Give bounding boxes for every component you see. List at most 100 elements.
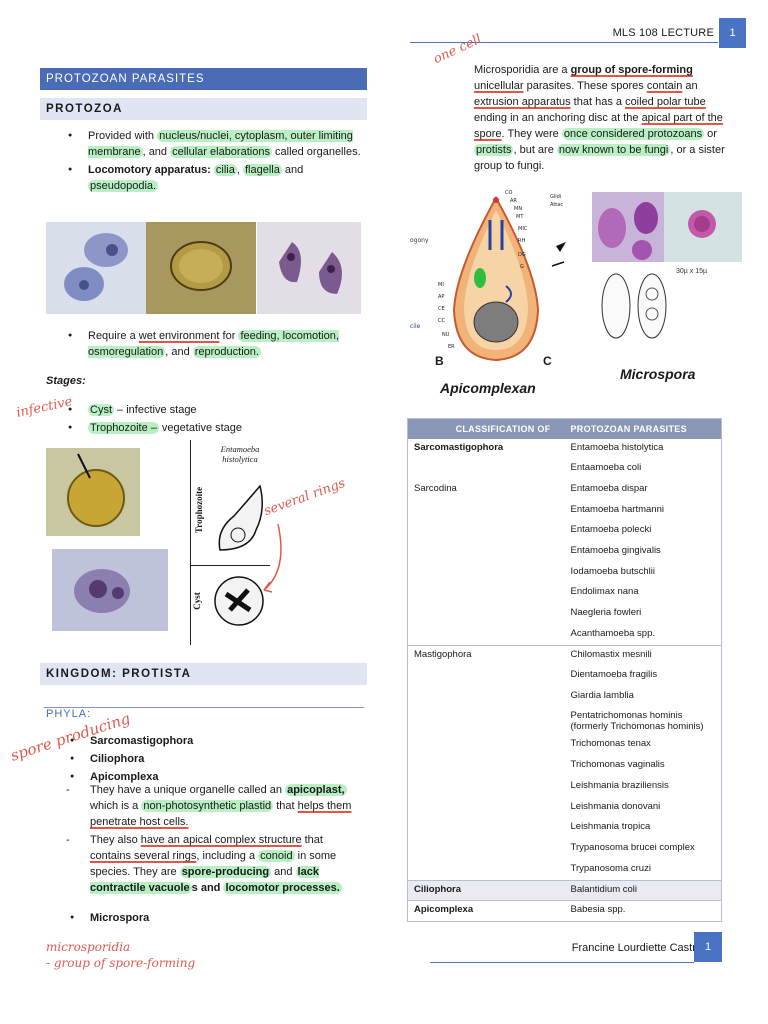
table-cell-parasite: Leishmania braziliensis: [570, 779, 669, 791]
stages-label: Stages:: [46, 375, 86, 387]
fig-label-ogony: ogony: [410, 237, 429, 244]
table-cell-classification: Apicomplexa: [407, 900, 563, 922]
footer-rule: [430, 962, 694, 963]
diagram-divider: [190, 565, 270, 566]
table-cell-parasite: Chilomastix mesnili: [562, 644, 722, 667]
table-cell-classification: [408, 625, 563, 646]
table-cell-parasite: Entaamoeba coli: [570, 462, 642, 474]
note-arrow: [263, 523, 282, 593]
table-cell-classification: [408, 860, 563, 881]
table-cell-classification: Ciliophora: [407, 879, 563, 901]
table-cell-classification: [408, 666, 563, 687]
table-row: Pentatrichomonas hominis (formerly Trich…: [408, 707, 722, 735]
fig-label-mn: MN: [514, 206, 522, 212]
table-cell-classification: [408, 542, 563, 563]
phyla-list: Sarcomastigophora Ciliophora Apicomplexa: [46, 733, 366, 787]
table-cell-classification: [408, 798, 563, 819]
table-cell-classification: [408, 777, 563, 798]
table-cell-classification: [408, 604, 563, 625]
table-cell-parasite: Giardia lamblia: [570, 689, 634, 701]
table-cell-parasite: Acanthamoeba spp.: [570, 627, 656, 639]
diagram-title: Entamoeba histolytica: [220, 444, 260, 464]
microspora-stained-image: [598, 202, 658, 260]
table-row: Leishmania braziliensis: [408, 777, 722, 798]
table-row: Giardia lamblia: [408, 687, 722, 708]
fig-letter-b: B: [435, 354, 444, 368]
fig-scale: 30µ x 15µ: [676, 268, 708, 275]
apicomplexan-cell-drawing: ogony cile CO AR MN MT MIC RH DG G MI AP…: [410, 190, 566, 362]
table-row: Leishmania donovani: [408, 798, 722, 819]
apicomplexa-details: They have a unique organelle called an a…: [46, 782, 364, 898]
fig-label-cile: cile: [410, 323, 421, 330]
fig-label-g: G: [520, 264, 524, 270]
amoeba-cells-image: [64, 233, 128, 301]
table-header-classification: CLASSIFICATION OF: [407, 418, 563, 439]
stage-cyst: Cyst – infective stage: [44, 402, 364, 418]
note-several-rings: several rings: [262, 475, 348, 520]
fig-label-ar: AR: [510, 198, 517, 204]
table-row: Trichomonas tenax: [408, 735, 722, 756]
photo-microspora-single: [664, 192, 742, 262]
phylum-microspora: Microspora: [46, 910, 366, 926]
table-cell-parasite: Trichomonas vaginalis: [570, 759, 665, 771]
phylum-sarcomastigophora: Sarcomastigophora: [46, 733, 366, 749]
cyst-image: [146, 222, 256, 314]
table-cell-parasite: Naegleria fowleri: [570, 607, 642, 618]
table-row: Entaamoeba coli: [408, 459, 722, 480]
table-cell-classification: [408, 818, 563, 839]
table-cell-parasite: Leishmania tropica: [570, 821, 651, 833]
photo-cyst-iodine: [146, 222, 256, 314]
apicomplexan-figure: ogony cile CO AR MN MT MIC RH DG G MI AP…: [410, 190, 582, 370]
table-cell-parasite: Dientamoeba fragilis: [570, 669, 658, 681]
table-cell-classification: [408, 563, 563, 584]
protozoa-bullets: Provided with nucleus/nuclei, cytoplasm,…: [44, 128, 364, 196]
fig-letter-c: C: [543, 354, 552, 368]
photo-cyst-stage: [46, 448, 140, 536]
table-cell-parasite: Balantidium coli: [562, 879, 722, 901]
table-row: Trichomonas vaginalis: [408, 756, 722, 777]
microspora-single-image: [688, 210, 716, 238]
table-row: Entamoeba polecki: [408, 521, 722, 542]
table-cell-classification: [408, 459, 563, 480]
table-cell-classification: Sarcodina: [414, 482, 457, 494]
environment-bullets: Require a wet environment for feeding, l…: [44, 328, 364, 362]
fig-label-dg: DG: [518, 252, 526, 258]
section-title-kingdom-protista: KINGDOM: PROTISTA: [40, 663, 367, 685]
table-cell-classification: [408, 735, 563, 756]
table-row: Entamoeba hartmanni: [408, 501, 722, 522]
table-cell-classification: [408, 756, 563, 777]
phylum-apicomplexa: Apicomplexa: [46, 769, 366, 785]
stages-list: Cyst – infective stage Trophozoite – veg…: [44, 402, 364, 438]
note-group-spore-forming: - group of spore-forming: [46, 956, 196, 970]
cyst-drawing: [214, 576, 264, 626]
table-cell-parasite: Babesia spp.: [562, 900, 722, 922]
table-row: Leishmania tropica: [408, 818, 722, 839]
table-row: Trypanosoma brucei complex: [408, 839, 722, 860]
spore-drawings: [601, 273, 667, 339]
fig-label-glidi: Glidi: [550, 194, 561, 200]
table-cell-classification: [408, 707, 563, 735]
table-cell-parasite: Pentatrichomonas hominis (formerly Trich…: [570, 710, 704, 733]
table-cell-classification: [408, 501, 563, 522]
table-cell-parasite: Entamoeba hartmanni: [570, 503, 664, 515]
table-cell-parasite: Iodamoeba butschlii: [570, 565, 656, 577]
microsporidia-paragraph: Microsporidia are a group of spore-formi…: [474, 64, 725, 172]
header-title: MLS 108 LECTURE: [612, 27, 714, 39]
photo-trophozoite-stained: [46, 222, 146, 314]
fig-label-attac: Attac: [550, 202, 563, 208]
fig-caption-microspora: Microspora: [620, 366, 696, 382]
table-header-parasites: PROTOZOAN PARASITES: [562, 418, 722, 439]
table-cell-parasite: Trypanosoma cruzi: [570, 862, 651, 874]
footer-page-number: 1: [694, 932, 722, 962]
bullet-locomotory: Locomotory apparatus: cilia, flagella an…: [44, 162, 364, 194]
table-cell-parasite: Endolimax nana: [570, 586, 639, 598]
table-cell-classification: Mastigophora: [407, 644, 563, 667]
photo-trophozoite-stage: [52, 549, 168, 631]
fig-label-ce: CE: [438, 306, 445, 312]
fig-label-co: CO: [505, 190, 512, 196]
